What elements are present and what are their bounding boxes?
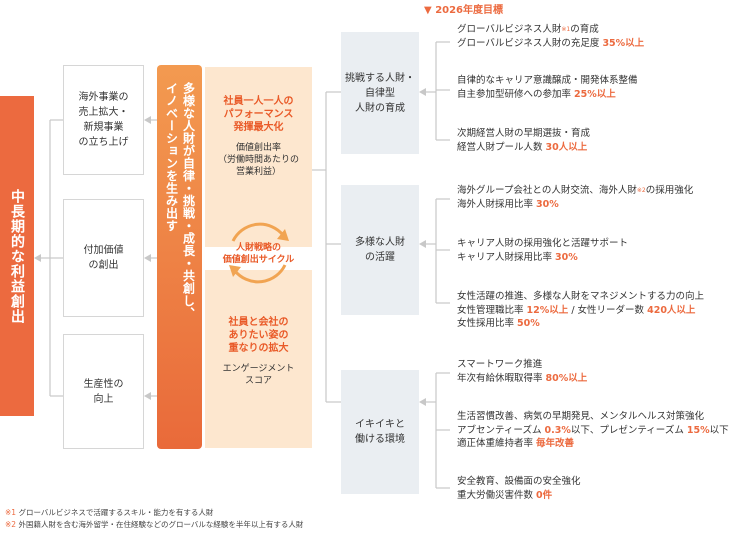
outcome-productivity: 生産性の 向上 [63, 334, 144, 449]
outcome-label: 付加価値 の創出 [83, 245, 124, 271]
cycle-label: 人財戦略の 価値創出サイクル [222, 243, 295, 265]
cycle-arrows-icon [229, 222, 289, 284]
goal-box: 中長期的な利益創出 [0, 96, 34, 416]
kpi-bottom-metric: エンゲージメント スコア [222, 364, 295, 386]
vision-bar: 多様な人財が自律・挑戦・成長・共創し、 イノベーションを生み出す [157, 65, 202, 449]
target-header: ▼ 2026年度目標 [424, 1, 503, 16]
kpi-top-title: 社員一人一人の パフォーマンス 発揮最大化 [223, 96, 294, 133]
list-item: 海外グループ会社との人財交流、海外人財※2の採用強化 海外人財採用比率 30% [457, 185, 694, 210]
strategy-diverse-talent: 多様な人財 の活躍 [341, 185, 419, 315]
list-item: 生活習慣改善、病気の早期発見、メンタルヘルス対策強化 アブセンティーズム 0.3… [457, 411, 729, 449]
list-item: 女性活躍の推進、多様な人財をマネジメントする力の向上 女性管理職比率 12%以上… [457, 291, 705, 329]
goal-label: 中長期的な利益創出 [9, 188, 25, 324]
kpi-bottom-title: 社員と会社の ありたい姿の 重なりの拡大 [228, 317, 289, 354]
outcome-label: 生産性の 向上 [83, 378, 124, 405]
list-item: キャリア人財の採用強化と活躍サポート キャリア人財採用比率 30% [457, 238, 629, 263]
outcome-overseas: 海外事業の 売上拡大・ 新規事業 の立ち上げ [63, 65, 144, 175]
strategy-label: イキイキと 働ける環境 [355, 419, 405, 445]
kpi-bottom-panel [205, 270, 312, 448]
strategy-label: 多様な人財 の活躍 [355, 237, 405, 263]
strategy-label: 挑戦する人財・ 自律型 人財の育成 [345, 72, 415, 114]
list-item: 次期経営人財の早期選抜・育成 経営人財プール人数 30人以上 [457, 128, 591, 153]
footnote: ※2 外国籍人財を含む海外留学・在住経験などのグローバルな経験を半年以上有する人… [5, 520, 304, 529]
list-item: グローバルビジネス人財※1の育成 グローバルビジネス人財の充足度 35%以上 [457, 24, 645, 49]
strategy-work-environment: イキイキと 働ける環境 [341, 370, 419, 494]
footnote: ※1 グローバルビジネスで活躍するスキル・能力を有する人財 [5, 508, 214, 517]
list-item: 安全教育、設備面の安全強化 重大労働災害件数 0件 [457, 476, 581, 501]
list-item: スマートワーク推進 年次有給休暇取得率 80%以上 [457, 359, 588, 384]
kpi-top-metric: 価値創出率 （労働時間あたりの 営業利益） [217, 143, 299, 177]
target-header-label: 2026年度目標 [435, 5, 504, 16]
kpi-top-panel [205, 67, 312, 247]
vision-text: 多様な人財が自律・挑戦・成長・共創し、 イノベーションを生み出す [164, 82, 196, 320]
outcome-added-value: 付加価値 の創出 [63, 199, 144, 317]
strategy-talent-development: 挑戦する人財・ 自律型 人財の育成 [341, 32, 419, 154]
outcome-label: 海外事業の 売上拡大・ 新規事業 の立ち上げ [78, 92, 129, 148]
list-item: 自律的なキャリア意識醸成・開発体系整備 自主参加型研修への参加率 25%以上 [457, 75, 638, 100]
triangle-down-icon: ▼ [424, 5, 432, 16]
